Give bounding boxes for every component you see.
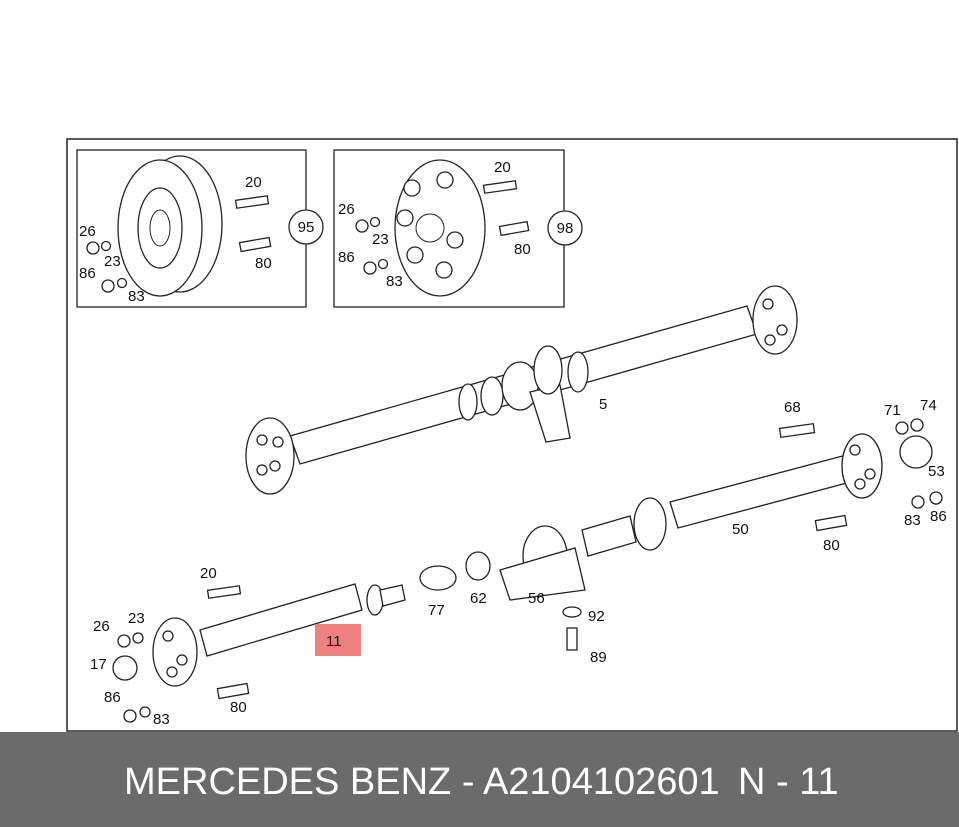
highlight-box bbox=[315, 624, 361, 656]
shaft-assembly-50: 68 71 74 53 83 86 50 80 bbox=[499, 397, 947, 601]
label-77: 77 bbox=[428, 602, 445, 619]
inset-95-label-20: 20 bbox=[245, 174, 262, 191]
label-83-lower: 83 bbox=[153, 711, 170, 728]
diagram-frame bbox=[66, 138, 958, 732]
inset-98-label-80: 80 bbox=[514, 241, 531, 258]
label-20-lower: 20 bbox=[200, 565, 217, 582]
label-62: 62 bbox=[470, 590, 487, 607]
inset-95-label-83: 83 bbox=[128, 288, 145, 305]
footer-title: MERCEDES BENZ - A2104102601 bbox=[124, 761, 720, 803]
inset-95-label-23: 23 bbox=[104, 253, 121, 270]
label-83-right: 83 bbox=[904, 512, 921, 529]
inset-95-label-26: 26 bbox=[79, 223, 96, 240]
inset-98-label-83: 83 bbox=[386, 273, 403, 290]
label-71: 71 bbox=[884, 402, 901, 419]
parts-diagram: 95 20 26 23 80 86 83 98 20 26 23 80 86 8… bbox=[66, 138, 958, 732]
label-80-middle: 80 bbox=[823, 537, 840, 554]
shaft-assembly-11: 20 77 62 56 92 89 26 23 17 86 80 83 bbox=[90, 551, 607, 728]
inset-95: 95 20 26 23 80 86 83 bbox=[76, 149, 324, 308]
label-80-lower: 80 bbox=[230, 699, 247, 716]
label-56: 56 bbox=[528, 590, 545, 607]
label-86-lower: 86 bbox=[104, 689, 121, 706]
inset-98-label-20: 20 bbox=[494, 159, 511, 176]
inset-95-label-80: 80 bbox=[255, 255, 272, 272]
label-68: 68 bbox=[784, 399, 801, 416]
label-17: 17 bbox=[90, 656, 107, 673]
label-26-lower: 26 bbox=[93, 618, 110, 635]
inset-98-label-23: 23 bbox=[372, 231, 389, 248]
highlight-label: 11 bbox=[326, 633, 342, 650]
label-50: 50 bbox=[732, 521, 749, 538]
inset-98-label-86: 86 bbox=[338, 249, 355, 266]
label-23-lower: 23 bbox=[128, 610, 145, 627]
label-92: 92 bbox=[588, 608, 605, 625]
footer-bar: MERCEDES BENZ - A2104102601 N - 11 bbox=[0, 732, 959, 827]
shaft-assembly-5: 5 bbox=[245, 285, 798, 495]
footer-code: N - 11 bbox=[738, 761, 839, 803]
inset-95-circle-label: 95 bbox=[298, 219, 315, 236]
inset-98-label-26: 26 bbox=[338, 201, 355, 218]
inset-98-circle-label: 98 bbox=[557, 220, 574, 237]
label-53: 53 bbox=[928, 463, 945, 480]
label-74: 74 bbox=[920, 397, 937, 414]
label-89: 89 bbox=[590, 649, 607, 666]
label-5: 5 bbox=[599, 396, 607, 413]
inset-95-label-86: 86 bbox=[79, 265, 96, 282]
inset-98: 98 20 26 23 80 86 83 bbox=[333, 149, 583, 308]
label-86-right: 86 bbox=[930, 508, 947, 525]
